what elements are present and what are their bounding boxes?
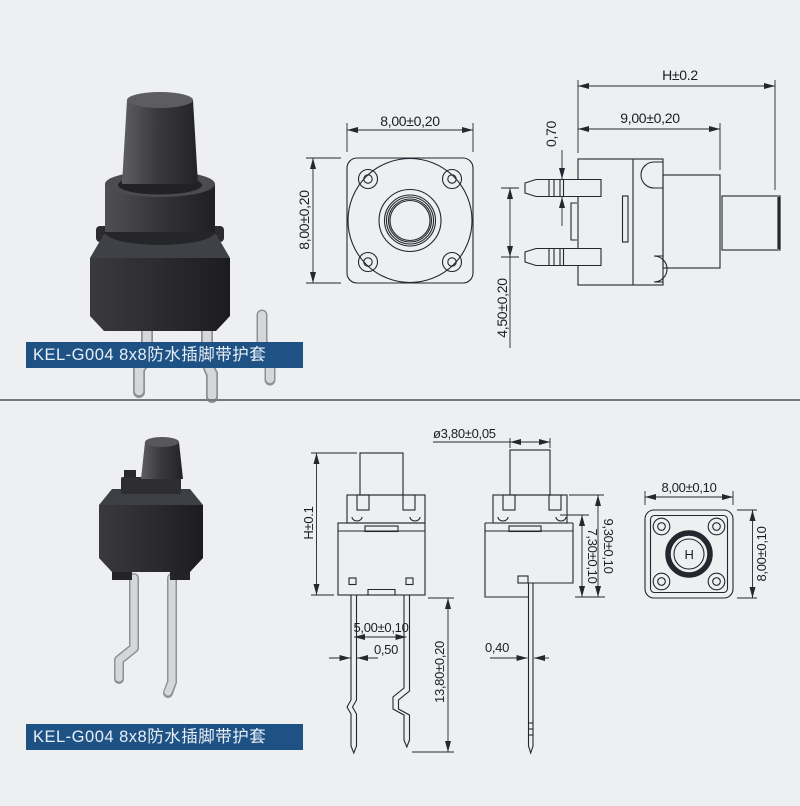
- top-view-drawing-bottom: H 8,00±0,10 8,00±0,10: [644, 480, 769, 599]
- dim-label-topview2-height: 8,00±0,10: [754, 526, 769, 581]
- dim-label-sideview-overall: H±0.2: [662, 67, 698, 83]
- dim-label-sideview2-outer-height: 9,30±0,10: [601, 518, 616, 573]
- product-title-bottom: KEL-G004 8x8防水插脚带护套: [26, 724, 303, 750]
- dim-label-sideview2-inner-height: 7,30±0,10: [585, 528, 600, 583]
- dim-label-frontview-height: H±0.1: [301, 506, 316, 539]
- dim-label-topview-height: 8,00±0,20: [296, 190, 312, 250]
- dim-label-frontview-pitch: 5,00±0,10: [353, 620, 408, 635]
- button-marking-letter: H: [684, 547, 693, 562]
- side-view-drawing-bottom: ø3,80±0,05 0,40 7,30±0,10 9,30±0,10: [433, 426, 616, 755]
- dim-label-topview-width: 8,00±0,20: [380, 113, 440, 129]
- dim-label-frontview-pin-width: 0,50: [374, 642, 398, 657]
- dim-label-frontview-pin-length: 13,80±0,20: [432, 641, 447, 703]
- front-view-drawing-bottom: H±0.1 5,00±0,10 0,50 13,80±0,20: [301, 452, 454, 755]
- side-view-drawing-top: H±0.2 9,00±0,20 0,70 4,50±0,20: [494, 67, 781, 348]
- dim-label-sideview-body: 9,00±0,20: [620, 110, 680, 126]
- dim-label-sideview-pin-thickness: 0,70: [543, 120, 559, 147]
- product-photo-top: [90, 92, 276, 403]
- product-title-top: KEL-G004 8x8防水插脚带护套: [26, 342, 303, 368]
- top-view-drawing-top: 8,00±0,20 8,00±0,20: [296, 113, 474, 284]
- dim-label-sideview2-pin-width: 0,40: [485, 640, 509, 655]
- product-photo-bottom: [99, 437, 203, 698]
- dim-label-topview2-width: 8,00±0,10: [661, 480, 716, 495]
- dim-label-sideview-pin-pitch: 4,50±0,20: [494, 278, 510, 338]
- dim-label-sideview2-diameter: ø3,80±0,05: [433, 426, 496, 441]
- section-divider: [0, 399, 800, 401]
